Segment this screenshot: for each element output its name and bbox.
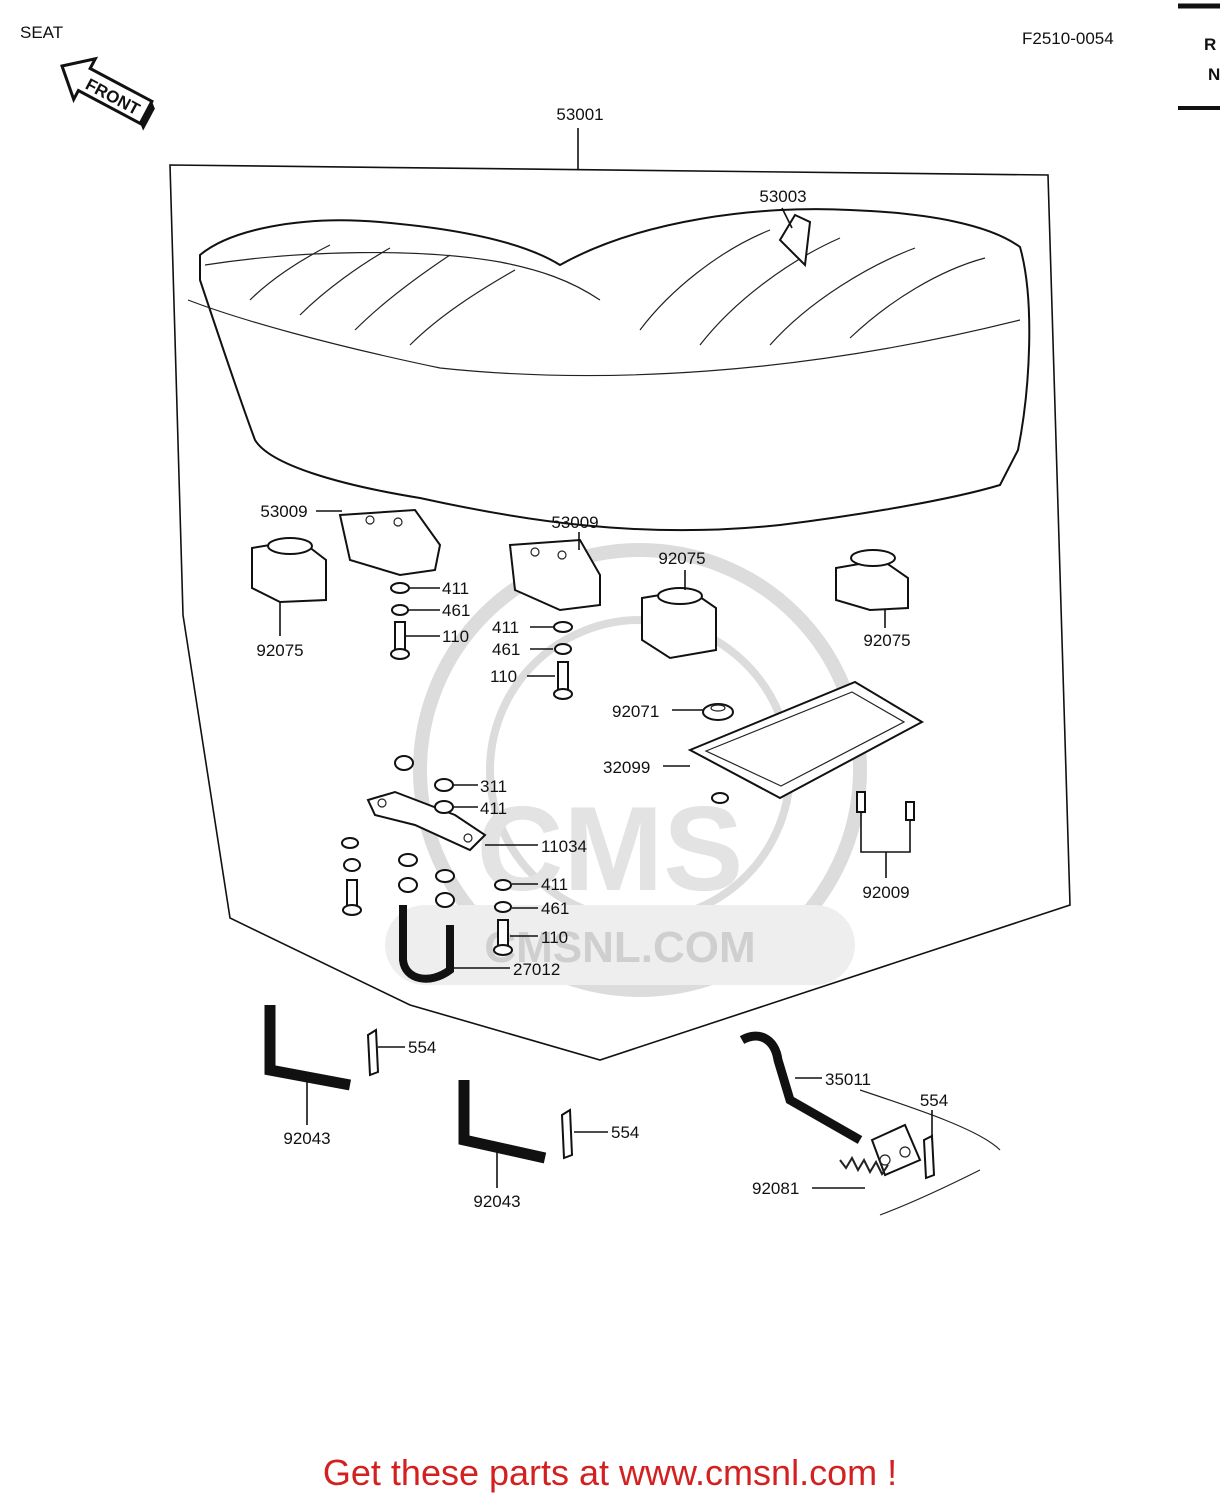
callout-92081: 92081	[752, 1179, 799, 1198]
callout-53001: 53001	[556, 105, 603, 124]
callout-53003: 53003	[759, 187, 806, 206]
callout-labels: 53001 53003 53009 53009 92075 92075 9207…	[256, 105, 948, 1211]
tray	[687, 680, 925, 804]
callout-461-mid: 461	[492, 640, 520, 659]
leader-lines	[279, 510, 933, 1189]
callout-27012: 27012	[513, 960, 560, 979]
callout-11034: 11034	[541, 837, 587, 856]
callout-110-mid: 110	[490, 667, 517, 686]
clip-right	[922, 1134, 936, 1180]
damper-right	[835, 549, 909, 612]
bracket-mid	[508, 538, 601, 612]
cta-banner: Get these parts at www.cmsnl.com !	[0, 1452, 1220, 1494]
clip-mid	[560, 1108, 574, 1160]
nut-set	[341, 755, 513, 956]
seat-illustration	[187, 208, 1031, 532]
pipe-mid	[458, 1080, 547, 1164]
callout-554-left: 554	[408, 1038, 436, 1057]
front-arrow: FRONT	[60, 56, 155, 131]
callout-53009-left: 53009	[260, 502, 307, 521]
watermark-url: CMSNL.COM	[484, 923, 755, 972]
callout-411-mid: 411	[492, 618, 519, 637]
callout-411-low: 411	[541, 875, 568, 894]
callout-92075-left: 92075	[256, 641, 303, 660]
callout-311: 311	[480, 777, 507, 796]
callout-92071: 92071	[612, 702, 659, 721]
callout-92043-left: 92043	[283, 1129, 330, 1148]
watermark-brand: CMS	[477, 782, 744, 916]
fastener-stack-left	[390, 582, 410, 660]
callout-554-right: 554	[920, 1091, 948, 1110]
damper-mid	[641, 587, 717, 660]
callout-32099: 32099	[603, 758, 650, 777]
callout-461-low: 461	[541, 899, 569, 918]
callout-110-left: 110	[442, 627, 469, 646]
callout-110-low: 110	[541, 928, 568, 947]
spring	[839, 1155, 889, 1176]
callout-92043-mid: 92043	[473, 1192, 520, 1211]
hook-lever	[739, 1031, 863, 1144]
bracket-left	[338, 508, 442, 577]
callout-411-plate: 411	[480, 799, 507, 818]
callout-35011: 35011	[825, 1070, 871, 1089]
callout-554-mid: 554	[611, 1123, 639, 1142]
side-fragment-bottom: N	[1208, 65, 1220, 84]
callout-92075-right: 92075	[863, 631, 910, 650]
fastener-stack-mid	[553, 621, 573, 700]
pipe-left	[264, 1005, 352, 1091]
cta-link[interactable]: Get these parts at www.cmsnl.com !	[322, 1452, 898, 1493]
clip-left	[366, 1028, 380, 1077]
damper-left	[251, 537, 327, 604]
callout-411-left: 411	[442, 579, 469, 598]
grommet	[702, 703, 734, 721]
callout-461-left: 461	[442, 601, 470, 620]
lock-bracket	[859, 1089, 1001, 1216]
callout-92009: 92009	[862, 883, 909, 902]
diagram-code: F2510-0054	[1022, 29, 1114, 48]
plate	[366, 790, 487, 852]
callout-92075-mid: 92075	[658, 549, 705, 568]
side-fragment-top: R	[1204, 35, 1216, 54]
callout-53009-mid: 53009	[551, 513, 598, 532]
screw-pair	[856, 791, 915, 821]
page-title: SEAT	[20, 23, 63, 42]
assembly-outline	[169, 164, 1071, 1061]
ubolt	[399, 905, 454, 983]
